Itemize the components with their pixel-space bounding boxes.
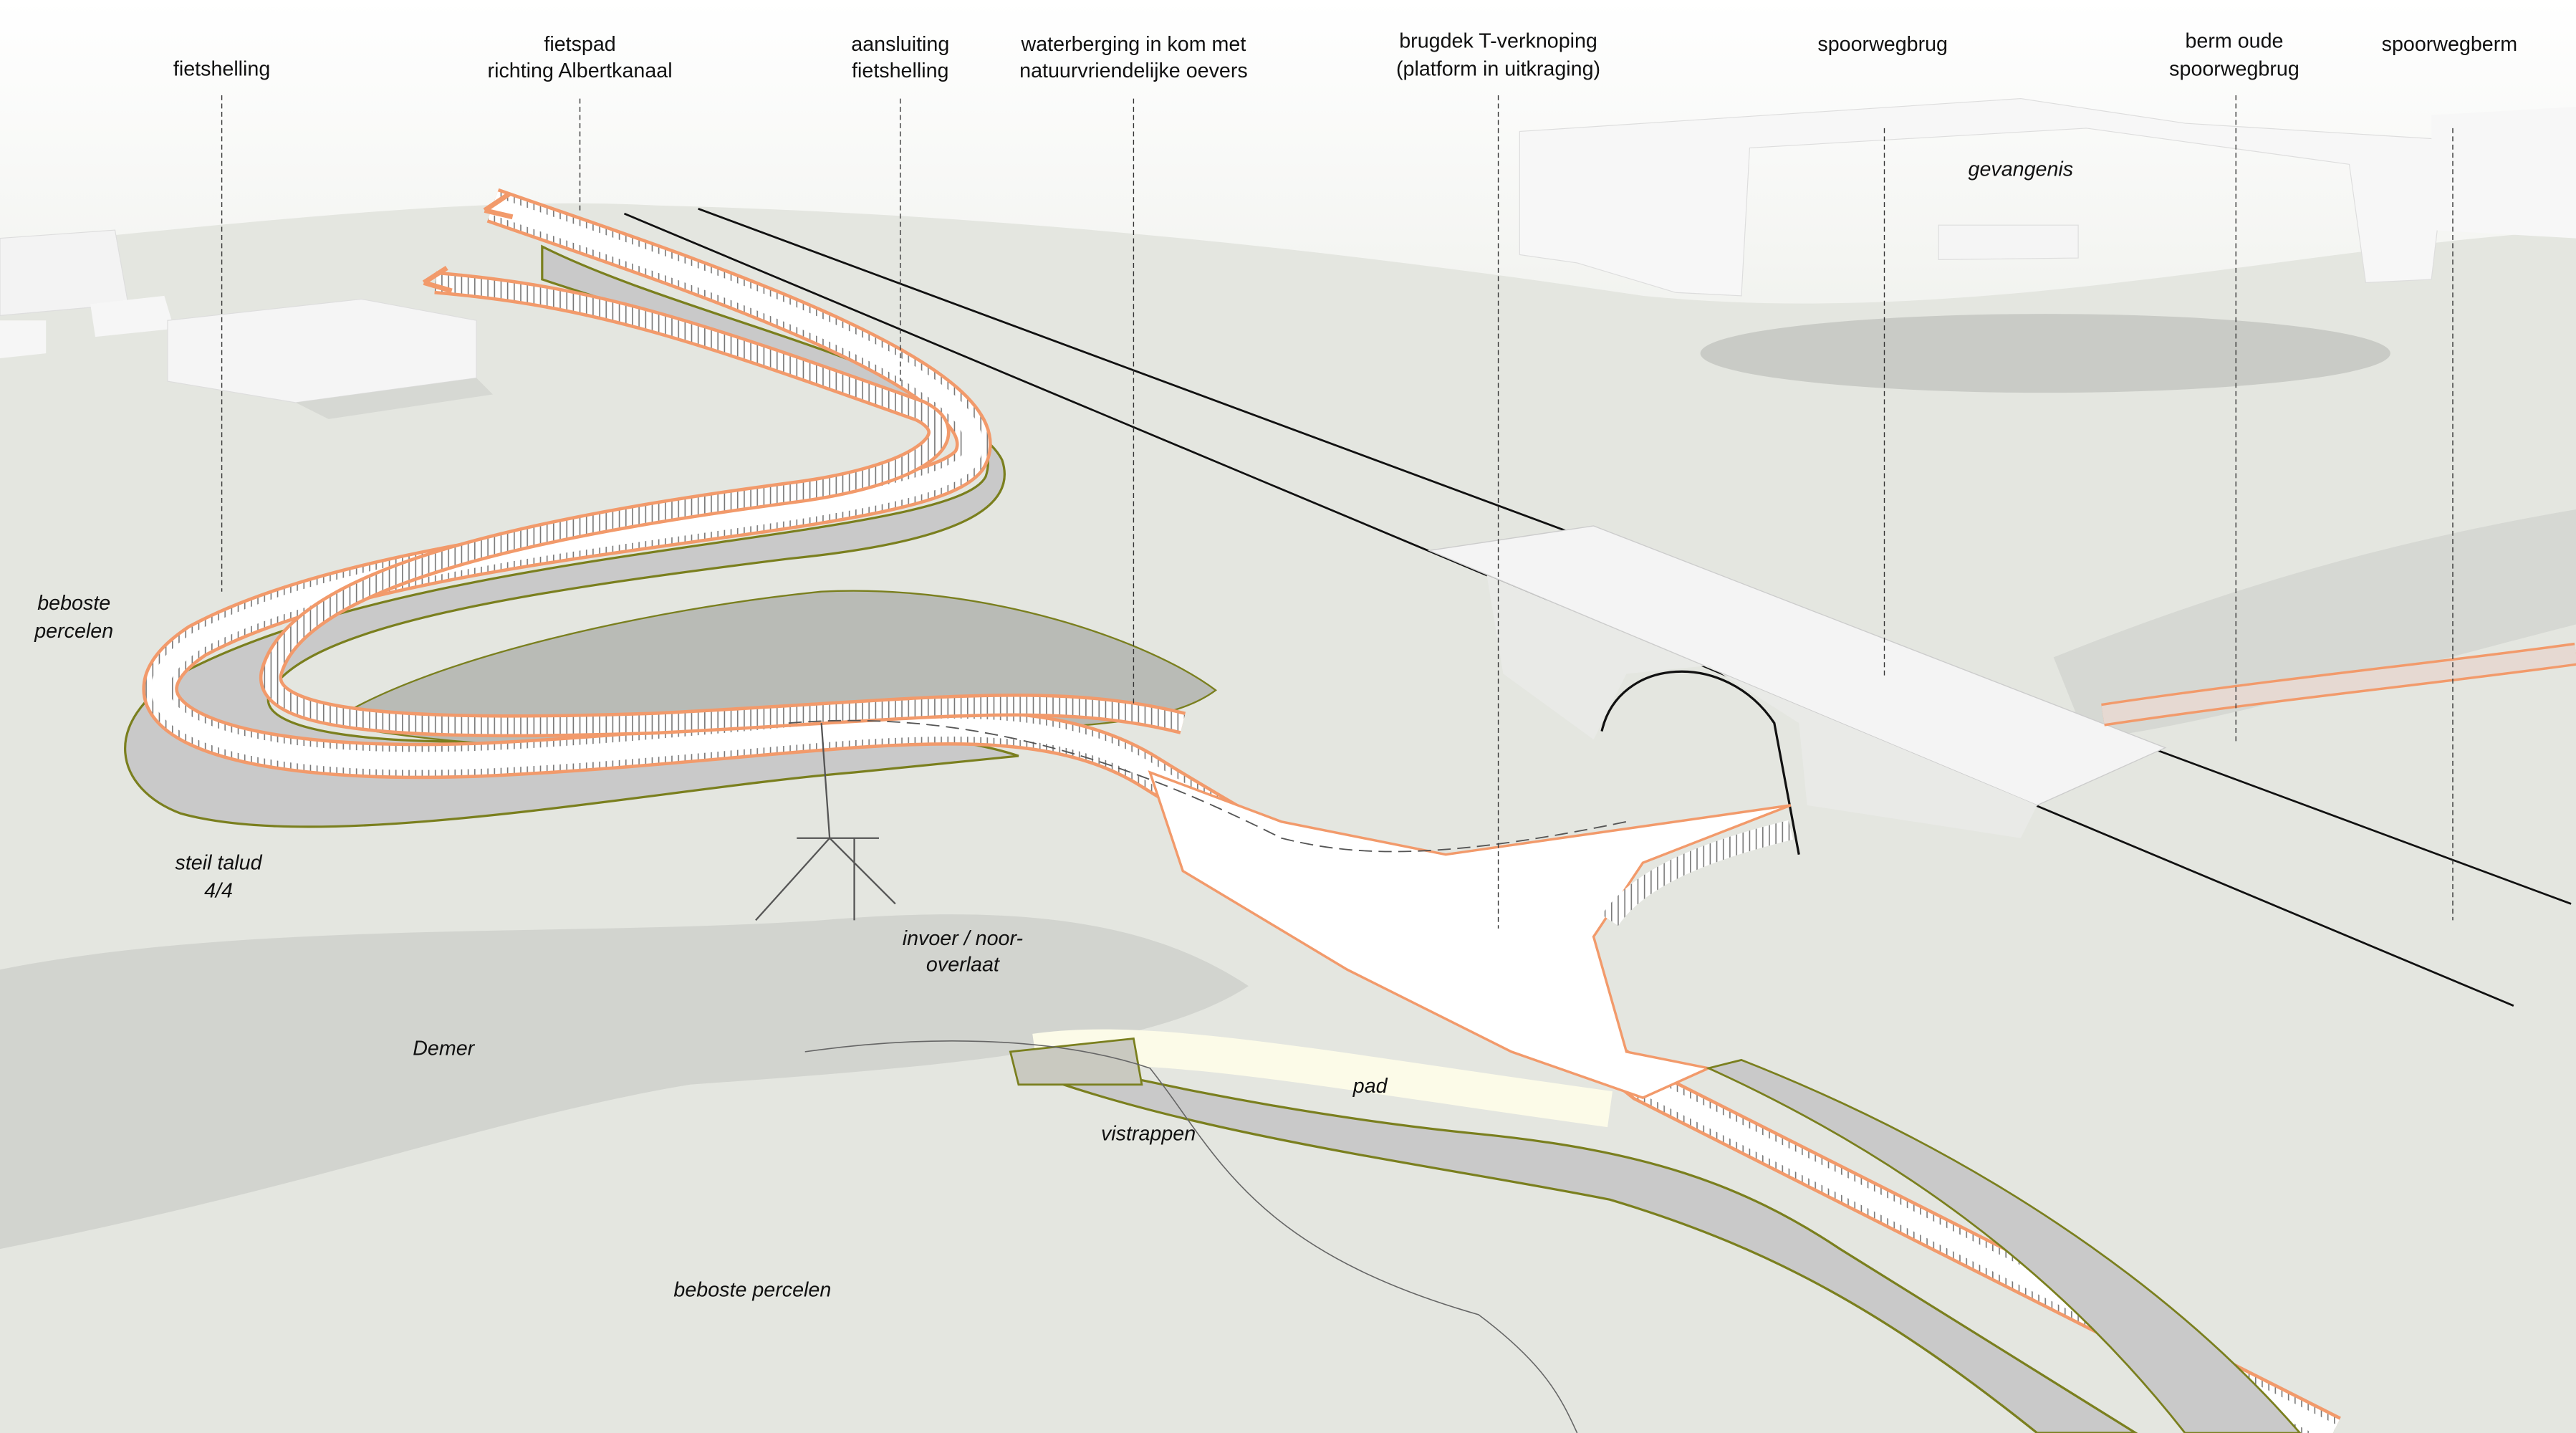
label-brugdek: (platform in uitkraging)	[1396, 58, 1600, 81]
arrow-icon	[422, 265, 453, 294]
building-gevangenis	[1519, 98, 2576, 297]
label-brugdek: brugdek T-verknoping	[1399, 30, 1597, 53]
label-pad: pad	[1352, 1075, 1388, 1098]
label-beboste-percelen: beboste	[37, 592, 110, 615]
bike-path-right-surface	[2101, 645, 2576, 724]
label-fietspad: richting Albertkanaal	[488, 59, 673, 82]
label-berm-oude-spoorwegbrug: spoorwegbrug	[2169, 58, 2299, 81]
label-berm-oude-spoorwegbrug: berm oude	[2185, 30, 2283, 53]
label-steil-talud: 4/4	[204, 879, 233, 902]
label-beboste-percelen: percelen	[34, 620, 113, 643]
railway-bridge	[1427, 525, 2167, 855]
lower-path-line	[804, 1040, 1578, 1433]
fish-ladder	[1009, 1037, 1143, 1086]
label-fietspad: fietspad	[544, 33, 615, 56]
label-steil-talud: steil talud	[175, 851, 262, 874]
building-left-group	[0, 229, 494, 419]
arrow-icon	[483, 191, 514, 220]
river-demer	[0, 914, 1249, 1250]
overflow-structure	[755, 723, 896, 921]
label-invoer-overlaat: overlaat	[926, 954, 1000, 977]
label-invoer-overlaat: invoer / noor-	[903, 927, 1023, 950]
pond-gevangenis	[1700, 314, 2390, 393]
label-waterberging: natuurvriendelijke oevers	[1019, 59, 1248, 82]
label-spoorwegbrug: spoorwegbrug	[1817, 33, 1948, 56]
dashed-crossing	[788, 719, 1627, 853]
label-aansluiting: fietshelling	[852, 59, 948, 82]
label-gevangenis: gevangenis	[1969, 158, 2074, 181]
label-spoorwegberm: spoorwegberm	[2382, 33, 2518, 56]
label-beboste-percelen-bottom: beboste percelen	[673, 1279, 831, 1302]
bridge-deck-platform	[1148, 770, 1792, 1099]
label-demer: Demer	[413, 1037, 475, 1060]
platform-railing	[1602, 820, 1794, 926]
bike-ramp-inner-surface	[262, 274, 1186, 734]
label-vistrappen: vistrappen	[1101, 1123, 1196, 1146]
label-waterberging: waterberging in kom met	[1021, 33, 1246, 56]
river-right	[2053, 509, 2576, 740]
label-aansluiting: aansluiting	[851, 33, 949, 56]
label-fietshelling: fietshelling	[173, 58, 270, 81]
lower-path-embankment	[1017, 1050, 2138, 1433]
